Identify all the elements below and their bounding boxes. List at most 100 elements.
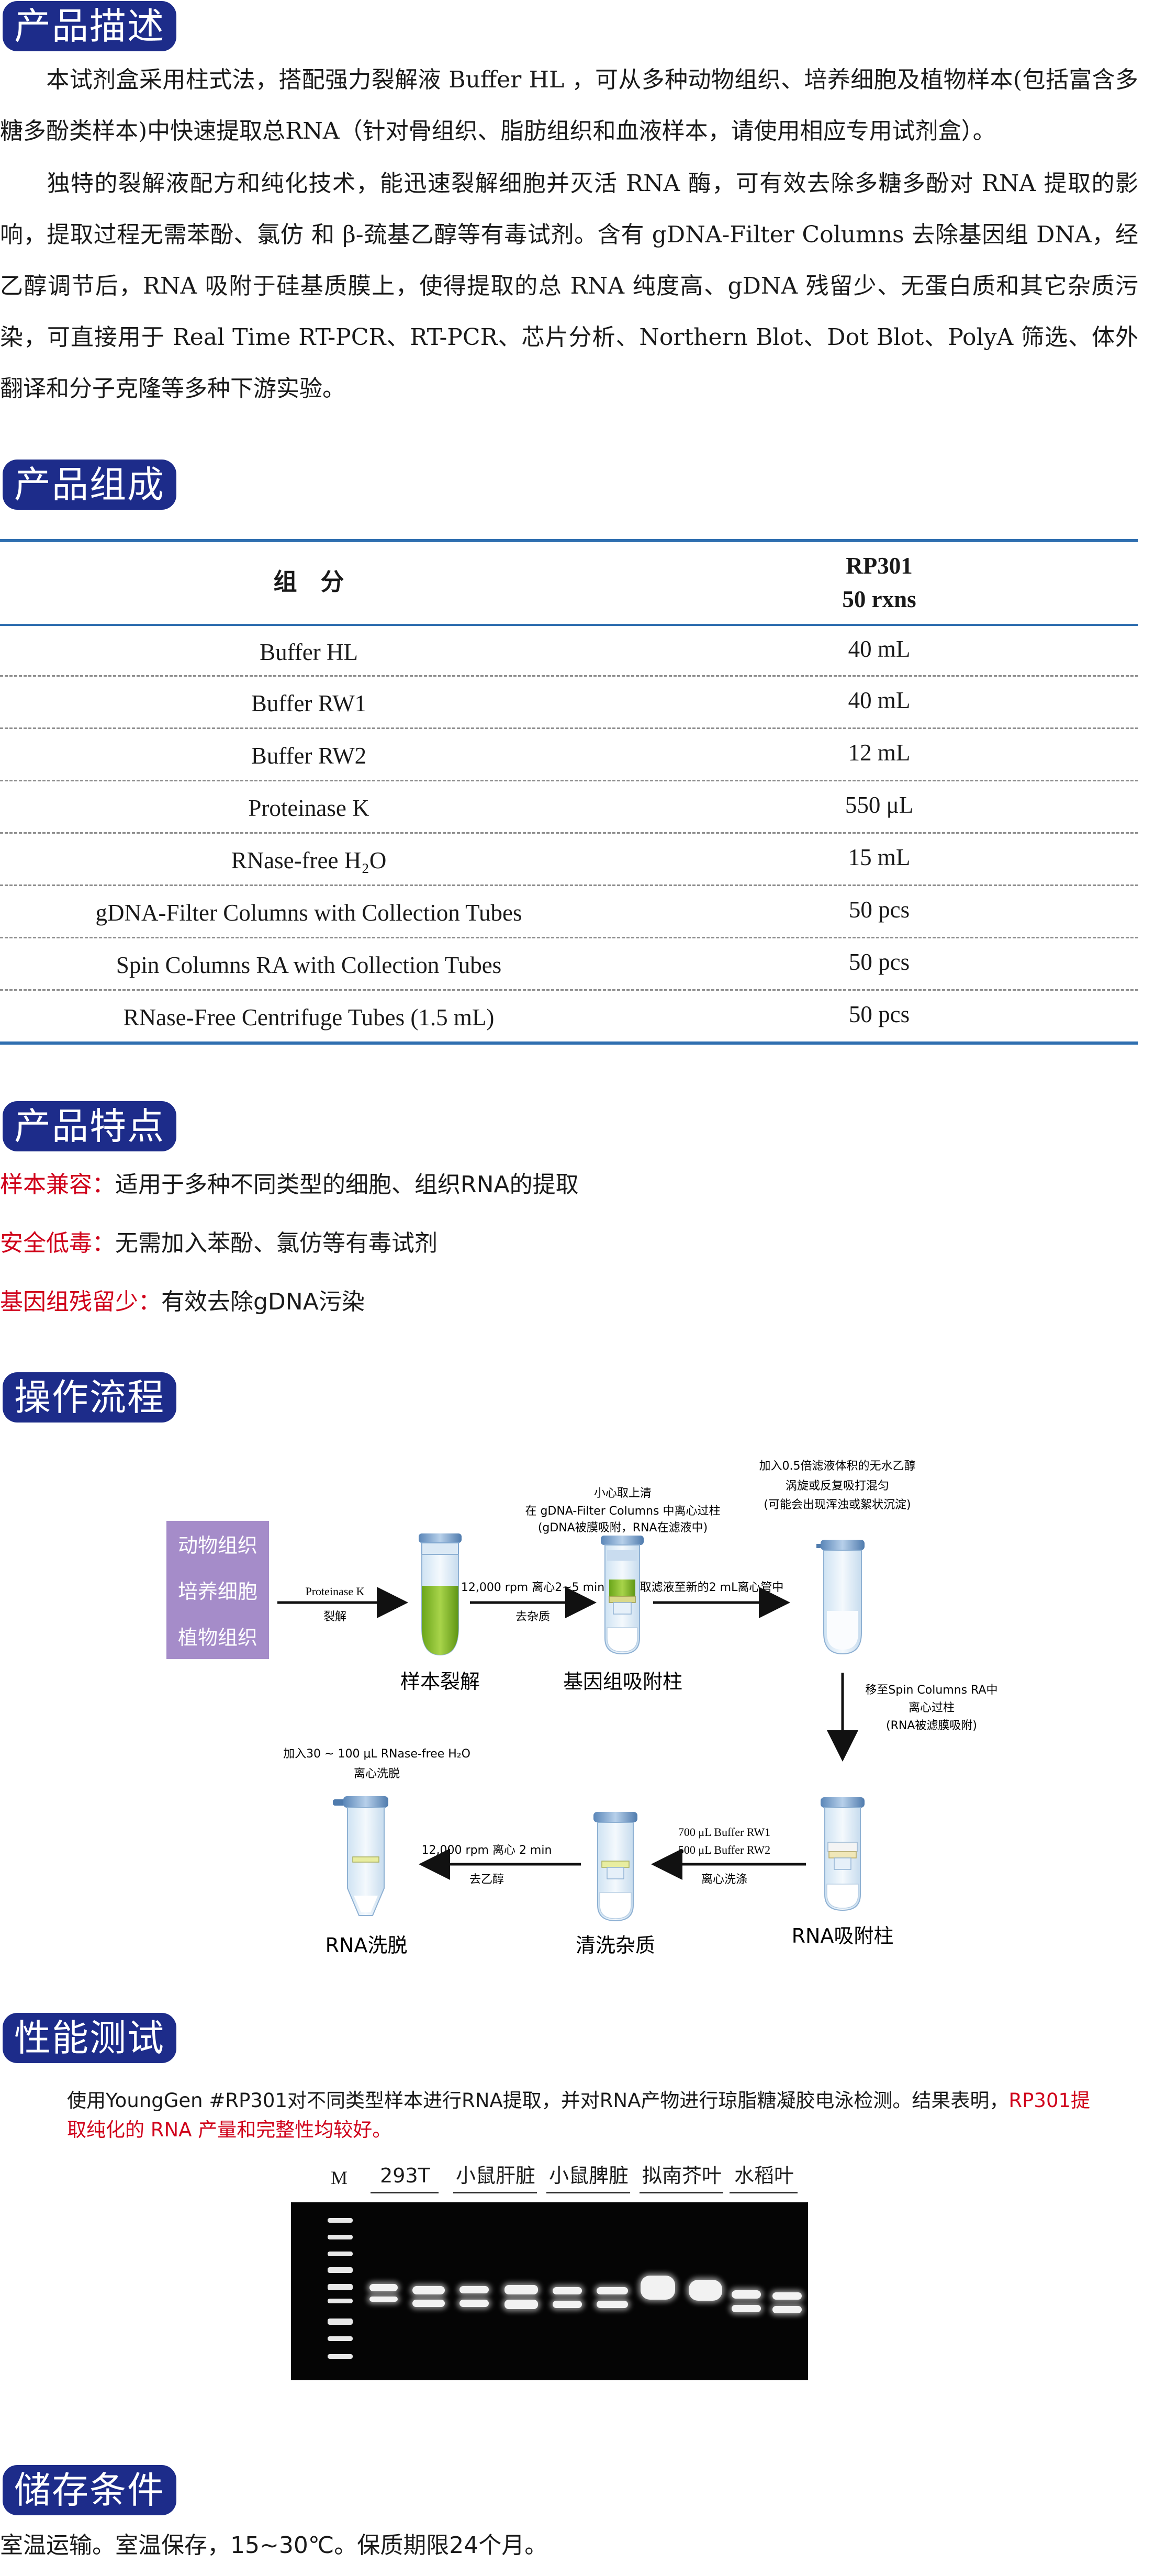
feature-key: 样本兼容： xyxy=(0,1171,115,1198)
lane-label-rice-leaf: 水稻叶 xyxy=(734,2164,794,2187)
rna-band-total xyxy=(641,2276,675,2300)
tube2-note-2: 在 gDNA-Filter Columns 中离心过柱 xyxy=(525,1505,720,1518)
lane-label-mouse-liver: 小鼠肝脏 xyxy=(455,2164,535,2187)
row-divider xyxy=(0,675,1138,677)
feature-text: 无需加入苯酚、氯仿等有毒试剂 xyxy=(115,1230,438,1257)
down-note-3: (RNA被滤膜吸附) xyxy=(886,1719,977,1732)
sample-type-box xyxy=(166,1521,269,1659)
marker-label: M xyxy=(330,2167,347,2188)
ladder-band xyxy=(328,2319,353,2325)
lane-label-mouse-spleen: 小鼠脾脏 xyxy=(548,2164,629,2187)
section-title-components: 产品组成 xyxy=(3,460,176,510)
ladder-band xyxy=(328,2354,353,2359)
table-row-name: Buffer RW2 xyxy=(251,743,367,769)
gel-image xyxy=(291,2202,808,2380)
rna-spin-column-icon xyxy=(821,1797,865,1911)
lane-underline xyxy=(640,2192,723,2193)
rna-band-28s xyxy=(732,2290,761,2299)
rna-band-28s xyxy=(597,2287,628,2294)
feature-item: 样本兼容：适用于多种不同类型的细胞、组织RNA的提取 xyxy=(0,1169,579,1201)
lane-underline xyxy=(730,2192,798,2193)
rna-band-18s xyxy=(597,2301,628,2308)
wash-column-icon xyxy=(593,1812,637,1922)
row-divider xyxy=(0,884,1138,886)
tube6-note-2: 离心洗脱 xyxy=(354,1767,400,1780)
performance-text-black: 使用YoungGen #RP301对不同类型样本进行RNA提取，并对RNA产物进… xyxy=(67,2089,1009,2112)
table-header-code: RP301 xyxy=(846,553,913,579)
sample-type-cell: 培养细胞 xyxy=(178,1580,257,1603)
gdna-filter-column-icon xyxy=(601,1536,644,1655)
new-tube-icon xyxy=(816,1540,865,1655)
description-paragraph-1: 本试剂盒采用柱式法，搭配强力裂解液 Buffer HL ，可从多种动物组织、培养… xyxy=(0,66,1138,144)
lane-label-293t: 293T xyxy=(380,2164,430,2187)
rna-band-28s xyxy=(772,2292,802,2300)
feature-item: 安全低毒：无需加入苯酚、氯仿等有毒试剂 xyxy=(0,1228,438,1259)
feature-item: 基因组残留少：有效去除gDNA污染 xyxy=(0,1286,365,1318)
ladder-band xyxy=(328,2299,353,2303)
row-divider xyxy=(0,937,1138,938)
tube5-label: 清洗杂质 xyxy=(576,1934,655,1957)
table-top-rule xyxy=(0,539,1138,542)
arrow5-label-top: 12,000 rpm 离心 2 min xyxy=(422,1844,552,1857)
arrow1-label-top: Proteinase K xyxy=(305,1585,364,1598)
feature-key: 基因组残留少： xyxy=(0,1289,161,1315)
table-row-name: RNase-Free Centrifuge Tubes (1.5 mL) xyxy=(123,1004,495,1031)
sample-type-plant: 植物组织 xyxy=(178,1626,257,1649)
table-row-name: gDNA-Filter Columns with Collection Tube… xyxy=(95,900,522,926)
down-note-2: 离心过柱 xyxy=(909,1701,955,1715)
table-header-rule xyxy=(0,624,1138,626)
arrow4-label-top-2: 500 μL Buffer RW2 xyxy=(678,1843,770,1856)
tube2-note-3: (gDNA被膜吸附，RNA在滤液中) xyxy=(538,1521,708,1535)
rna-band-total xyxy=(689,2280,722,2301)
elution-tube-icon xyxy=(333,1796,388,1916)
row-divider xyxy=(0,832,1138,834)
sample-type-animal: 动物组织 xyxy=(178,1534,257,1557)
section-title-performance: 性能测试 xyxy=(3,2013,176,2063)
arrow1-label-bottom: 裂解 xyxy=(323,1610,346,1623)
table-row-amount: 50 pcs xyxy=(848,1001,910,1027)
tube4-label: RNA吸附柱 xyxy=(792,1924,894,1947)
lane-label-arabidopsis-leaf: 拟南芥叶 xyxy=(642,2164,722,2187)
lane-underline xyxy=(546,2192,630,2193)
rna-band-28s xyxy=(412,2286,445,2294)
section-title-workflow: 操作流程 xyxy=(3,1372,176,1423)
section-title-features: 产品特点 xyxy=(3,1101,176,1151)
rna-band-28s xyxy=(504,2285,538,2294)
rna-band-18s xyxy=(459,2300,489,2307)
table-row-name: Buffer RW1 xyxy=(251,690,367,716)
table-row-name: Proteinase K xyxy=(248,795,369,821)
table-row-name: Spin Columns RA with Collection Tubes xyxy=(116,952,502,978)
arrow2-label-bottom: 去杂质 xyxy=(515,1610,550,1623)
table-row-name: Buffer HL xyxy=(260,639,358,665)
table-row-amount: 50 pcs xyxy=(848,897,910,923)
section-title-description: 产品描述 xyxy=(3,1,176,51)
row-divider xyxy=(0,780,1138,781)
down-note-1: 移至Spin Columns RA中 xyxy=(865,1684,997,1697)
table-row-amount: 40 mL xyxy=(848,636,911,662)
arrow2-label-top: 12,000 rpm 离心2~5 min xyxy=(461,1581,604,1594)
ladder-band xyxy=(328,2252,353,2256)
ladder-band xyxy=(328,2336,353,2341)
tube3-note-1: 加入0.5倍滤液体积的无水乙醇 xyxy=(759,1460,916,1473)
rna-band-18s xyxy=(369,2297,398,2302)
ladder-band xyxy=(328,2218,353,2223)
table-row-amount: 12 mL xyxy=(848,740,911,766)
arrow4-label-bottom: 离心洗涤 xyxy=(701,1873,747,1886)
table-row-amount: 40 mL xyxy=(848,687,911,713)
feature-key: 安全低毒： xyxy=(0,1230,115,1257)
lysis-tube-icon xyxy=(419,1533,462,1656)
description-paragraph-2: 独特的裂解液配方和纯化技术，能迅速裂解细胞并灭活 RNA 酶，可有效去除多糖多酚… xyxy=(0,170,1138,402)
tube2-note-1: 小心取上清 xyxy=(594,1487,652,1500)
workflow-diagram: 动物组织 培养细胞 植物组织 Proteinase K 裂解 样本裂解 12,0… xyxy=(166,1460,998,1957)
feature-text: 有效去除gDNA污染 xyxy=(161,1289,365,1315)
table-row-amount: 550 μL xyxy=(845,792,914,818)
table-row-amount: 50 pcs xyxy=(848,949,910,975)
tube6-note-1: 加入30 ~ 100 μL RNase-free H₂O xyxy=(283,1748,470,1761)
arrow3-label-top: 取滤液至新的2 mL离心管中 xyxy=(640,1581,784,1594)
ladder-band xyxy=(328,2284,353,2290)
row-divider xyxy=(0,727,1138,729)
lane-underline xyxy=(371,2192,439,2193)
table-row-name: RNase-free H₂O xyxy=(231,847,387,873)
rna-band-18s xyxy=(732,2305,761,2312)
rna-band-18s xyxy=(772,2306,802,2313)
